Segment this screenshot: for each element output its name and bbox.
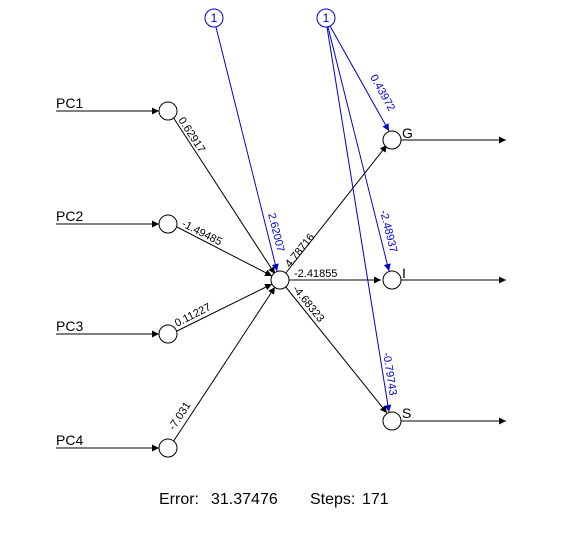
bias-node-output xyxy=(316,8,336,28)
output-node-i xyxy=(382,270,402,290)
input-label-pc1: PC1 xyxy=(56,95,83,111)
weight-label-hidden-i: -2.41855 xyxy=(294,268,337,280)
edge-bias-g xyxy=(329,25,390,132)
weight-label-hidden-s: -4.68323 xyxy=(290,283,327,324)
input-node-pc3 xyxy=(158,324,178,344)
edge-hidden-s xyxy=(284,285,388,414)
bias-node-hidden xyxy=(204,8,224,28)
input-node-pc1 xyxy=(158,101,178,121)
error-label: Error: xyxy=(159,491,199,508)
edge-pc4-hidden xyxy=(172,286,276,443)
output-node-s xyxy=(382,411,402,431)
edge-bias-s xyxy=(326,26,392,413)
bias-node-hidden-label: 1 xyxy=(211,11,218,25)
hidden-node xyxy=(270,270,290,290)
edge-pc2-hidden xyxy=(176,226,273,277)
weight-label-pc3-hidden: 0.11227 xyxy=(173,301,213,329)
error-value: 31.37476 xyxy=(211,491,278,508)
weight-label-bias-g: 0.43972 xyxy=(367,73,397,114)
steps-label: Steps: xyxy=(310,491,355,508)
edge-pc1-hidden xyxy=(172,116,276,275)
edge-bias-i xyxy=(327,26,391,272)
input-node-pc4 xyxy=(158,438,178,458)
weight-label-bias-hidden: 2.62007 xyxy=(265,212,286,253)
output-label-s: S xyxy=(402,405,411,421)
input-label-pc4: PC4 xyxy=(56,432,83,448)
edge-bias-hidden xyxy=(215,26,279,272)
weight-label-pc1-hidden: 0.62917 xyxy=(175,115,207,155)
output-label-i: I xyxy=(402,265,406,281)
steps-value: 171 xyxy=(362,491,389,508)
input-label-pc2: PC2 xyxy=(56,208,83,224)
weight-label-hidden-g: 4.78716 xyxy=(283,231,317,269)
output-label-g: G xyxy=(402,125,413,141)
input-label-pc3: PC3 xyxy=(56,318,83,334)
weight-label-bias-i: -2.48937 xyxy=(377,209,399,254)
input-node-pc2 xyxy=(158,214,178,234)
output-node-g xyxy=(382,130,402,150)
weight-label-pc2-hidden: -1.49485 xyxy=(180,218,224,248)
bias-node-output-label: 1 xyxy=(323,11,330,25)
edge-pc3-hidden xyxy=(176,283,273,332)
edge-hidden-g xyxy=(284,144,388,275)
